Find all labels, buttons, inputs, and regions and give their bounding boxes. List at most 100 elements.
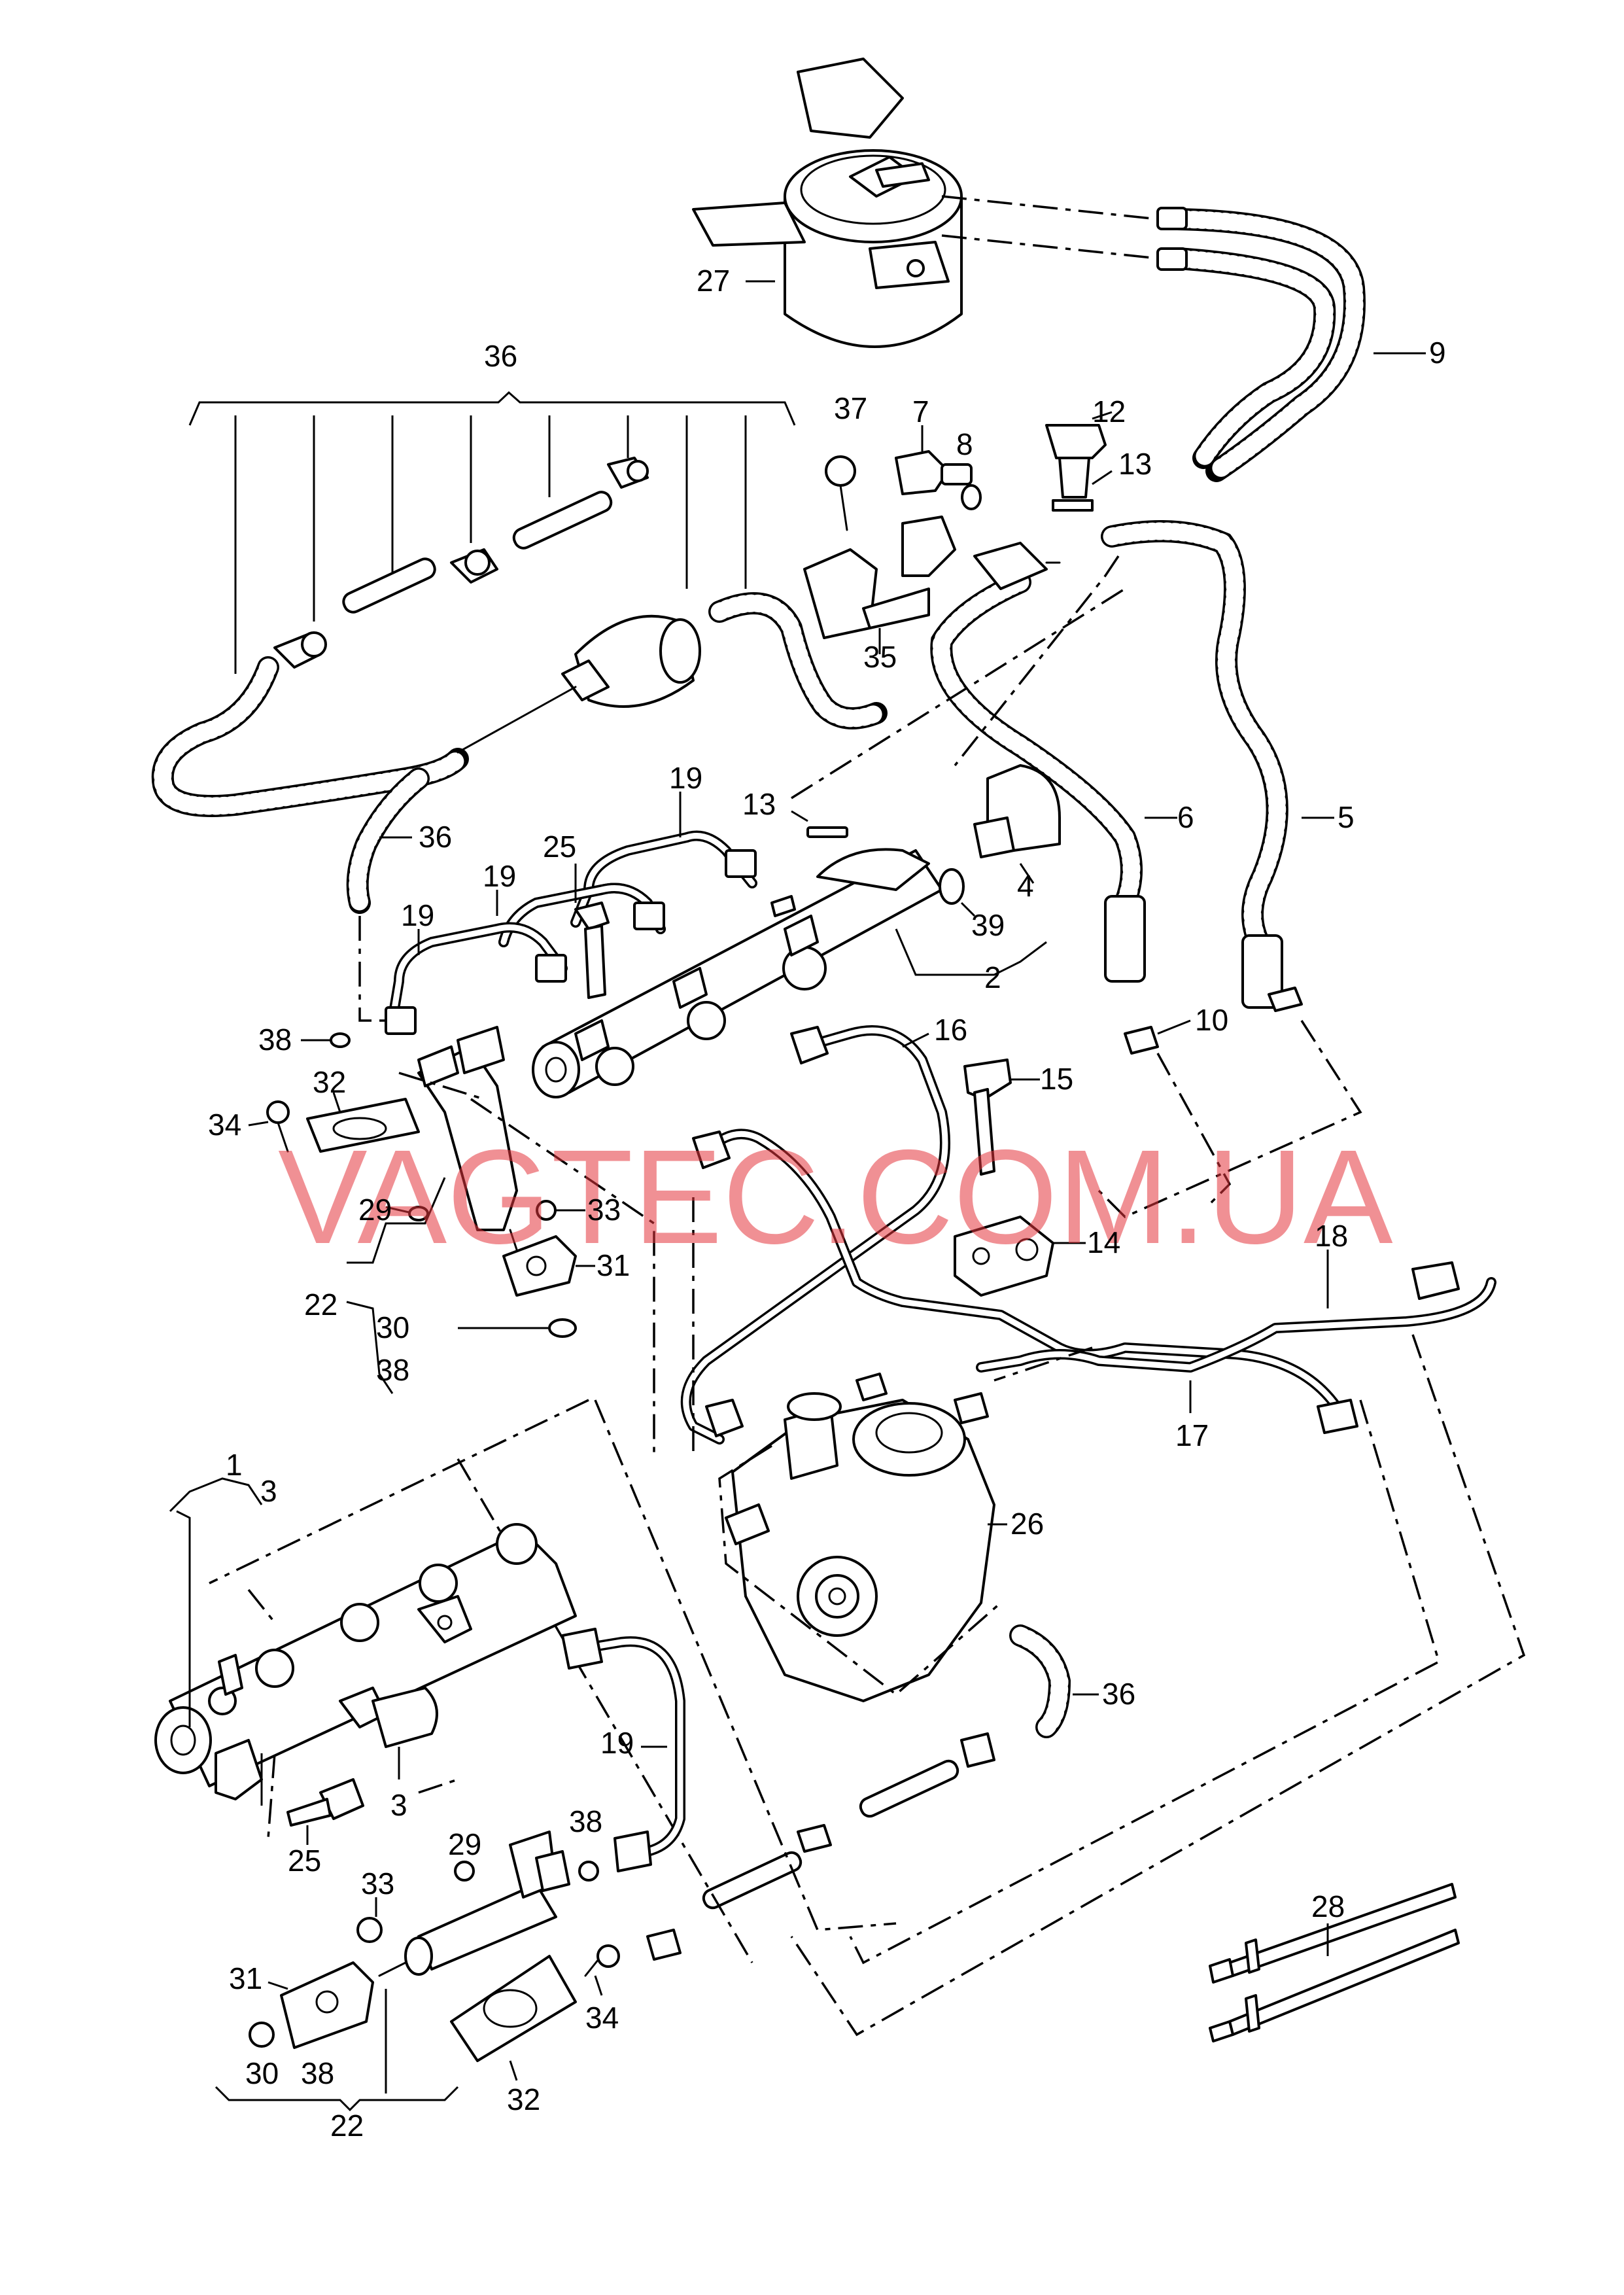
callout-39: 39 (971, 908, 1005, 942)
callout-34: 34 (585, 2001, 619, 2035)
pressure-sensor-3 (339, 1687, 438, 1779)
callout-37: 37 (834, 391, 867, 425)
callout-28: 28 (1311, 1889, 1345, 1923)
callout-38: 38 (301, 2056, 334, 2090)
callout-12: 12 (1092, 394, 1126, 429)
callout-13: 13 (1118, 447, 1152, 481)
bolt-34-upper (248, 1100, 290, 1153)
bolt-34-lower (584, 1944, 620, 1996)
cable-ties (1209, 1883, 1460, 2042)
callout-9: 9 (1429, 336, 1446, 370)
callout-16: 16 (934, 1013, 967, 1047)
clamp-plate-32-lower (450, 1955, 577, 2081)
high-pressure-pump (725, 1373, 1007, 1702)
callout-3: 3 (390, 1788, 407, 1822)
callout-26: 26 (1011, 1507, 1044, 1541)
bracket-22-lower (215, 1989, 459, 2112)
callout-8: 8 (956, 427, 973, 461)
injector-pipe-lower (561, 1628, 685, 1872)
callout-4: 4 (1017, 869, 1034, 903)
callout-36: 36 (1102, 1677, 1135, 1711)
fuel-filter-housing (692, 58, 963, 348)
callout-19: 19 (600, 1726, 634, 1760)
callout-31: 31 (229, 1961, 262, 1995)
banjo-bolt-12 (1045, 411, 1113, 499)
clamp-31-upper (502, 1235, 595, 1297)
watermark: VAGTEC.COM.UA (278, 1122, 1393, 1272)
tee-connector (973, 542, 1061, 590)
callout-10: 10 (1195, 1003, 1228, 1037)
leak-off-line-set (151, 391, 888, 914)
callout-15: 15 (1040, 1062, 1073, 1096)
seal-29-lower (454, 1861, 475, 1882)
injector-pipes-upper (385, 792, 757, 1035)
washer-38-upper (301, 1032, 351, 1048)
callout-38: 38 (376, 1353, 409, 1387)
callout-34: 34 (208, 1108, 241, 1142)
callout-30: 30 (376, 1310, 409, 1344)
bolt-15 (963, 1059, 1040, 1176)
callout-27: 27 (697, 264, 730, 298)
callout-36: 36 (419, 820, 452, 854)
callout-29: 29 (358, 1193, 392, 1227)
bracket-35 (803, 516, 956, 654)
high-pressure-lines (680, 1025, 1496, 1445)
fuel-rail-lower (154, 1477, 577, 1806)
callout-30: 30 (245, 2056, 279, 2090)
temperature-sensor (895, 425, 973, 495)
fuel-rail-upper (532, 848, 1047, 1098)
o-ring-39 (939, 868, 976, 917)
leak-off-lower (646, 1624, 1099, 1961)
injector-upper (417, 1026, 525, 1270)
callout-7: 7 (912, 394, 929, 429)
callout-14: 14 (1087, 1225, 1120, 1259)
callout-18: 18 (1315, 1219, 1348, 1253)
clamp-plate-32-upper (306, 1092, 420, 1153)
callout-labels: 1 3 3 2 4 5 6 7 8 9 10 12 13 13 14 15 16… (208, 264, 1446, 2143)
callout-29: 29 (448, 1827, 481, 1861)
callout-22: 22 (330, 2109, 364, 2143)
injector-lower (378, 1831, 570, 1977)
callout-32: 32 (313, 1065, 346, 1099)
callout-19: 19 (669, 761, 702, 795)
seal-13-upper (791, 810, 848, 838)
callout-6: 6 (1177, 800, 1194, 834)
pressure-valve-25-lower (286, 1778, 364, 1845)
callout-31: 31 (596, 1248, 630, 1282)
callout-38: 38 (569, 1804, 602, 1838)
callout-3: 3 (260, 1474, 277, 1508)
callout-25: 25 (543, 830, 576, 864)
callout-25: 25 (288, 1844, 321, 1878)
washer-33-upper (536, 1200, 585, 1221)
seal-29-upper (385, 1206, 429, 1221)
pressure-sensor-4 (973, 764, 1061, 884)
callout-33: 33 (361, 1866, 394, 1901)
return-hose-assembly (941, 195, 1426, 482)
callout-1: 1 (226, 1448, 243, 1482)
o-ring-8 (961, 484, 982, 510)
fuel-hose-5 (1101, 520, 1334, 1009)
clamp-14 (954, 1216, 1086, 1297)
callout-19: 19 (483, 859, 516, 893)
bracket-22-upper (346, 1177, 446, 1394)
seal-ring-13 (1052, 470, 1113, 512)
callout-5: 5 (1338, 800, 1355, 834)
washer-33-lower (356, 1897, 383, 1943)
callout-13: 13 (742, 787, 776, 821)
washer-30-upper (458, 1318, 577, 1338)
callout-32: 32 (507, 2082, 540, 2116)
washer-38-lower (578, 1861, 599, 1882)
callout-22: 22 (304, 1288, 337, 1322)
fuel-hose-6 (930, 571, 1177, 983)
washer-30-lower (249, 2022, 275, 2048)
callout-35: 35 (863, 640, 897, 674)
clamp-31-lower (268, 1961, 374, 2049)
callout-38: 38 (258, 1023, 292, 1057)
callout-17: 17 (1175, 1418, 1209, 1452)
callout-2: 2 (984, 960, 1001, 994)
clip-10 (1124, 987, 1303, 1055)
callout-36: 36 (484, 339, 517, 373)
callout-19: 19 (401, 898, 434, 932)
screw-37 (825, 455, 856, 531)
